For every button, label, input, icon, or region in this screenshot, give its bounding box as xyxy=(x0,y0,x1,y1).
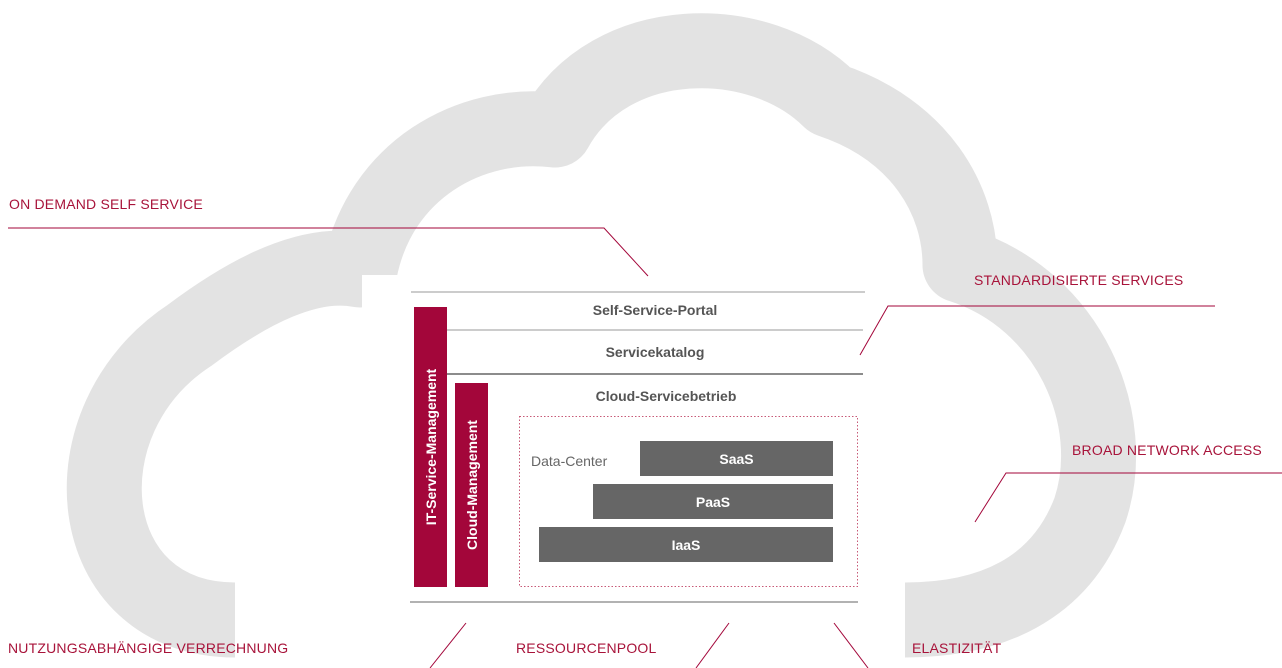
cloud-management-label: Cloud-Management xyxy=(463,420,480,550)
on-demand-leader xyxy=(8,227,649,277)
standardized-leader xyxy=(859,305,1215,356)
broad-network-leader xyxy=(974,472,1282,523)
elasticity-leader xyxy=(833,622,869,668)
it-service-management-bar: IT-Service-Management xyxy=(414,307,447,587)
datacenter-box xyxy=(519,416,858,587)
pool-label: RESSOURCENPOOL xyxy=(516,640,657,656)
cloud-management-bar: Cloud-Management xyxy=(455,383,488,587)
cloud-servicebetrieb-label: Cloud-Servicebetrieb xyxy=(595,388,737,404)
broad-network-label: BROAD NETWORK ACCESS xyxy=(1072,442,1262,458)
on-demand-label: ON DEMAND SELF SERVICE xyxy=(9,196,203,212)
data-center-label: Data-Center xyxy=(531,453,608,469)
pool-leader xyxy=(695,622,730,668)
elasticity-label: ELASTIZITÄT xyxy=(912,640,1002,656)
paas-box: PaaS xyxy=(593,484,833,519)
it-service-management-label: IT-Service-Management xyxy=(422,368,439,526)
self-service-portal-label: Self-Service-Portal xyxy=(592,302,718,318)
cloud-shape xyxy=(66,13,1136,658)
saas-box: SaaS xyxy=(640,441,833,476)
billing-leader xyxy=(429,622,467,668)
servicekatalog-label: Servicekatalog xyxy=(605,344,705,360)
iaas-label: IaaS xyxy=(671,536,701,553)
billing-label: NUTZUNGSABHÄNGIGE VERRECHNUNG xyxy=(8,640,289,656)
paas-label: PaaS xyxy=(695,493,731,510)
iaas-box: IaaS xyxy=(539,527,833,562)
saas-label: SaaS xyxy=(719,450,754,467)
standardized-label: STANDARDISIERTE SERVICES xyxy=(974,272,1184,288)
